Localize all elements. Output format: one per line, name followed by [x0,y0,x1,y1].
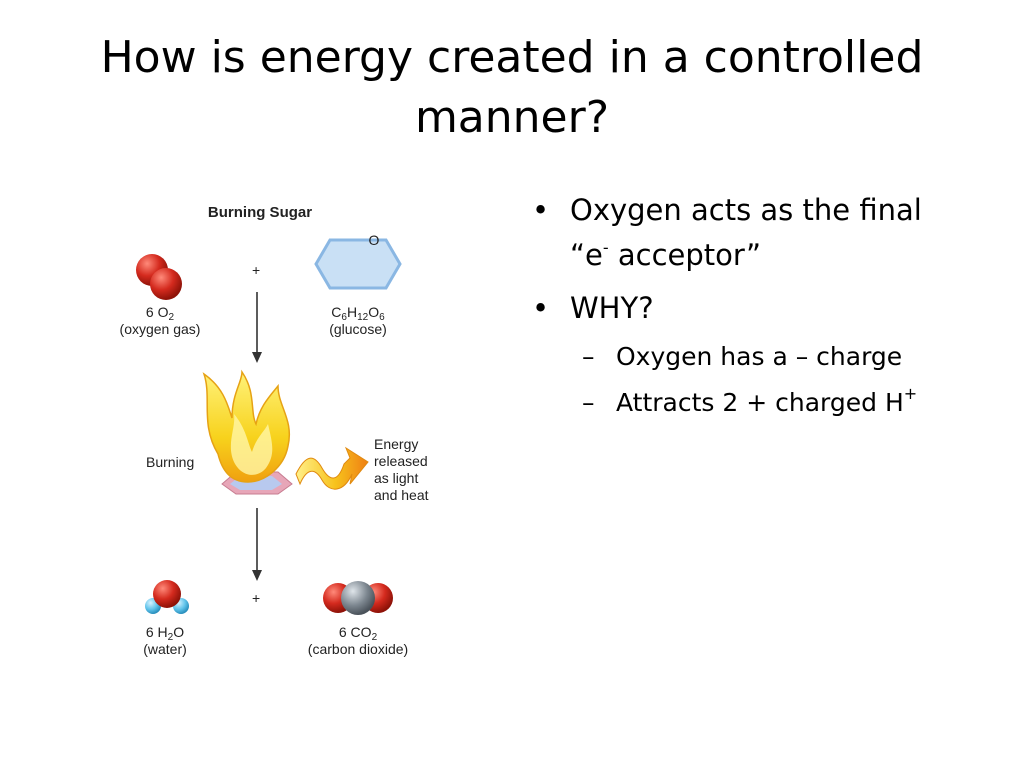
diagram-graphics [136,238,402,615]
plus-sign-top: + [252,262,261,278]
carbon-dioxide-molecule-icon [323,581,393,615]
energy-label-line-1: Energy [374,436,419,452]
energy-released-arrow-icon [295,446,369,490]
glucose-formula: C6H12O6 [331,304,385,323]
carbon-dioxide-label: 6 CO2 (carbon dioxide) [288,624,428,658]
glucose-ring-icon [314,238,402,290]
diagram-heading: Burning Sugar [207,204,313,221]
glucose-name: (glucose) [329,321,387,337]
sub-bullet-negative-charge: – Oxygen has a – charge [528,339,1008,375]
down-arrow-bottom-icon [252,508,262,581]
energy-label-line-4: and heat [374,487,429,503]
sub-bullet-attracts-hydrogen-text: Attracts 2 + charged H+ [616,384,918,418]
dash-glyph: – [582,388,595,417]
oxygen-gas-label: 6 O2 (oxygen gas) [100,304,220,338]
sub-bullet-attracts-hydrogen: – Attracts 2 + charged H+ [528,385,1008,421]
bullet-list: • Oxygen acts as the final “e- acceptor”… [528,188,1008,431]
bullet-why-text: WHY? [570,291,654,325]
energy-label-line-3: as light [374,470,419,486]
bullet-why: • WHY? [528,286,1008,331]
dash-glyph: – [582,342,595,371]
bullet-glyph: • [532,291,550,325]
oxygen-molecule-icon [136,254,182,300]
bullet-final-acceptor-line-2: “e- acceptor” [570,238,762,272]
slide-title: How is energy created in a controlled ma… [0,28,1024,148]
glucose-ring-oxygen-label: O [368,232,380,248]
energy-released-label: Energy released as light and heat [374,436,454,504]
bullet-final-acceptor-line-1: Oxygen acts as the final [570,193,922,227]
slide-title-line-1: How is energy created in a controlled [100,32,924,83]
flame-icon [202,369,293,495]
carbon-dioxide-formula: 6 CO2 [338,624,378,643]
bullet-final-acceptor: • Oxygen acts as the final “e- acceptor” [528,188,1008,278]
carbon-dioxide-name: (carbon dioxide) [307,641,409,657]
water-label: 6 H2O (water) [120,624,210,658]
water-formula: 6 H2O [145,624,185,643]
sub-bullet-negative-charge-text: Oxygen has a – charge [616,342,903,371]
energy-label-line-2: released [374,453,428,469]
slide-title-line-2: manner? [414,92,610,143]
bullet-glyph: • [532,193,550,227]
down-arrow-top-icon [252,292,262,363]
burning-sugar-diagram: Burning Sugar O + 6 O2 (oxygen gas) C6H1… [100,192,460,672]
water-name: (water) [143,641,187,657]
oxygen-formula: 6 O2 [145,304,175,323]
burning-label: Burning [146,454,195,470]
plus-sign-bottom: + [252,590,261,606]
oxygen-name: (oxygen gas) [119,321,201,337]
water-molecule-icon [145,580,189,614]
glucose-label: C6H12O6 (glucose) [298,304,418,338]
